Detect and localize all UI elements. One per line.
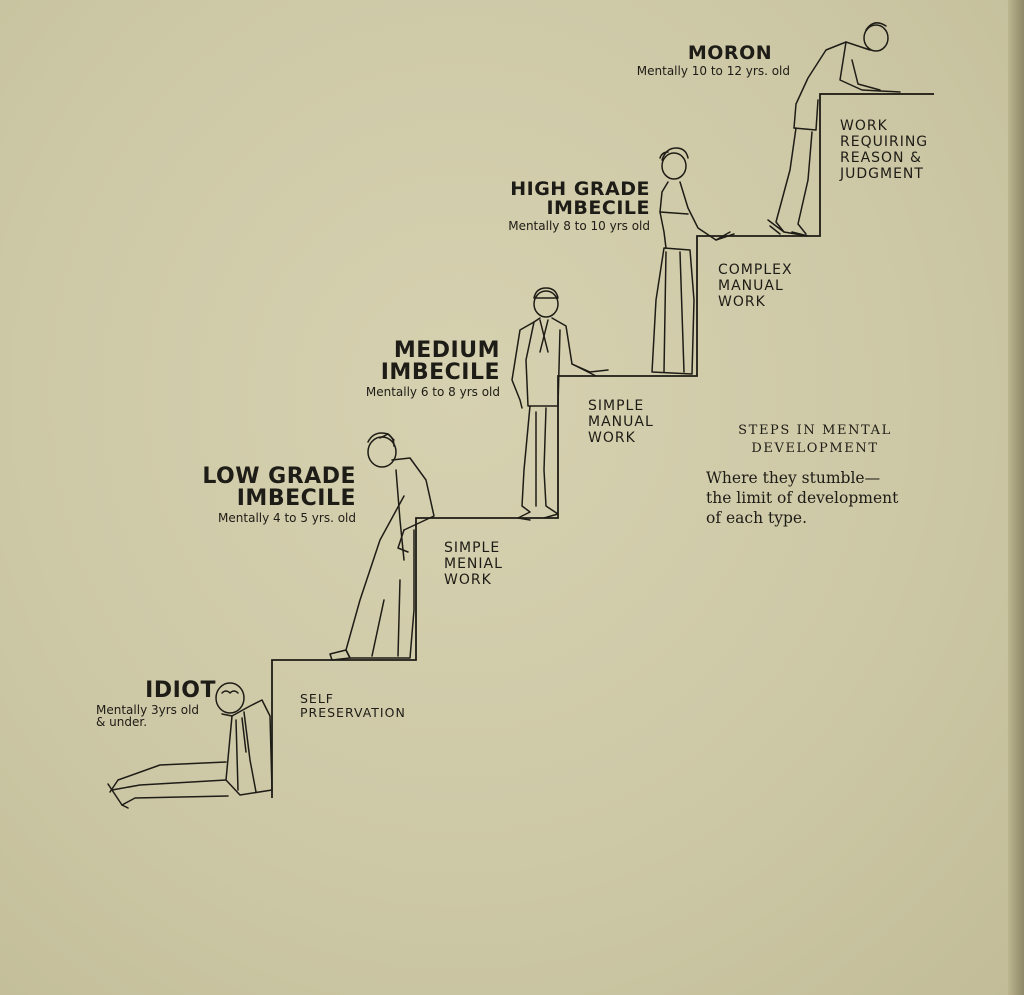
type-name: LOW GRADE IMBECILE (202, 464, 356, 511)
task-simple-manual-work: SIMPLE MANUAL WORK (588, 398, 654, 447)
type-name: MEDIUM IMBECILE (380, 338, 500, 385)
moron-figure (767, 22, 901, 237)
level-moron-label: MORON Mentally 10 to 12 yrs. old (630, 42, 790, 78)
low-grade-imbecile-figure (329, 432, 435, 661)
medium-imbecile-figure (511, 287, 609, 521)
level-idiot-label: IDIOT Mentally 3yrs old & under. (60, 678, 216, 729)
page-edge-shadow (1008, 0, 1024, 995)
mental-age: Mentally 4 to 5 yrs. old (218, 511, 356, 525)
caption-body: Where they stumble— the limit of develop… (706, 469, 899, 528)
high-grade-imbecile-figure (651, 147, 735, 375)
task-simple-menial-work: SIMPLE MENIAL WORK (444, 540, 503, 589)
level-high-grade-imbecile-label: HIGH GRADE IMBECILE Mentally 8 to 10 yrs… (490, 178, 650, 233)
mental-age: Mentally 10 to 12 yrs. old (636, 64, 790, 78)
task-complex-manual-work: COMPLEX MANUAL WORK (718, 262, 793, 311)
level-low-grade-imbecile-label: LOW GRADE IMBECILE Mentally 4 to 5 yrs. … (180, 464, 356, 525)
task-work-requiring-reason: WORK REQUIRING REASON & JUDGMENT (840, 118, 929, 183)
task-self-preservation: SELF PRESERVATION (300, 691, 406, 720)
caption-title: STEPS IN MENTAL DEVELOPMENT (738, 423, 892, 456)
staircase-line (271, 93, 934, 798)
level-medium-imbecile-label: MEDIUM IMBECILE Mentally 6 to 8 yrs old (340, 338, 500, 399)
mental-age: Mentally 6 to 8 yrs old (365, 385, 500, 399)
mental-age: Mentally 8 to 10 yrs old (508, 219, 650, 233)
idiot-figure (107, 682, 273, 809)
mental-age: Mentally 3yrs old & under. (96, 703, 200, 729)
type-name: HIGH GRADE IMBECILE (510, 178, 650, 219)
type-name: MORON (687, 42, 773, 64)
type-name: IDIOT (145, 678, 216, 703)
